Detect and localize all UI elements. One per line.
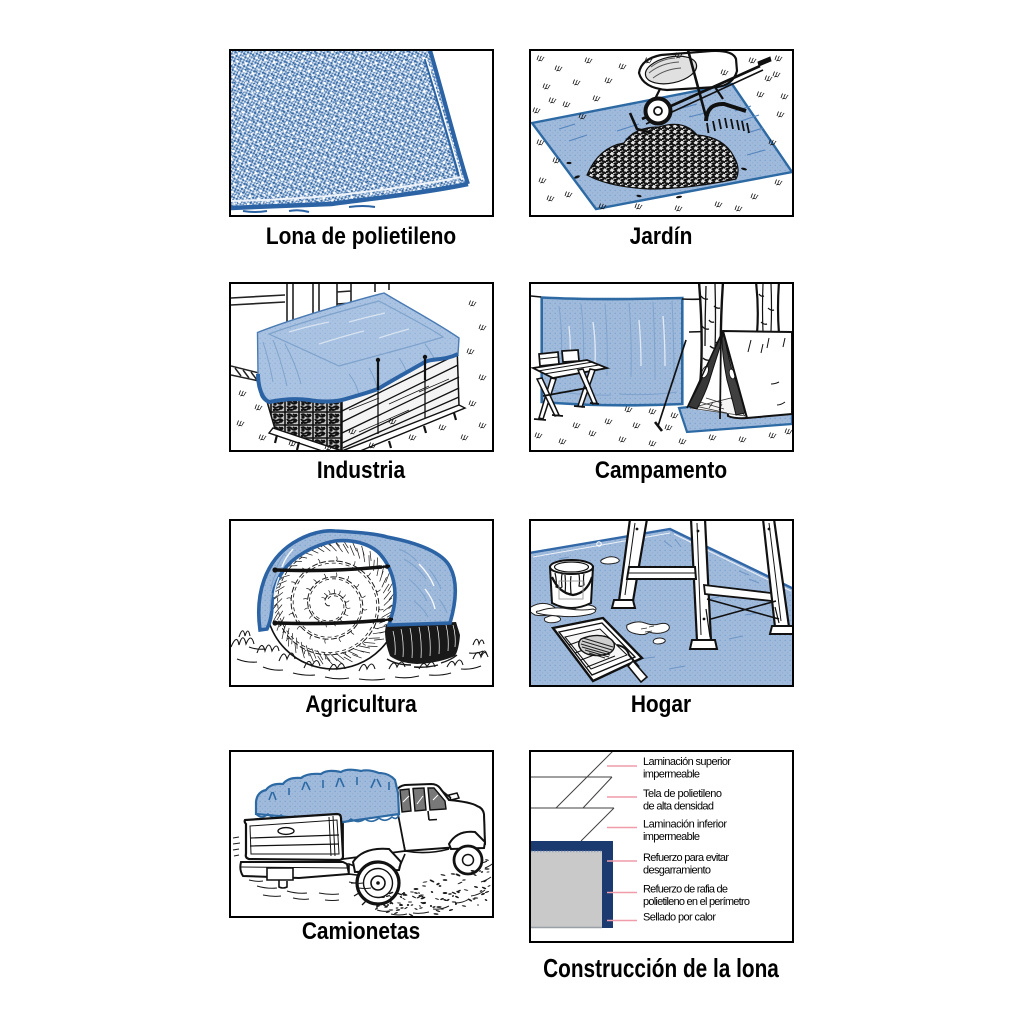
svg-text:Refuerzo de rafia de: Refuerzo de rafia de — [643, 884, 728, 896]
svg-text:desgarramiento: desgarramiento — [643, 865, 711, 877]
svg-text:impermeable: impermeable — [643, 769, 700, 781]
svg-text:Sellado por calor: Sellado por calor — [643, 912, 716, 924]
svg-text:de alta densidad: de alta densidad — [643, 801, 714, 813]
svg-text:impermeable: impermeable — [643, 831, 700, 843]
svg-text:Tela de polietileno: Tela de polietileno — [643, 788, 722, 800]
svg-text:Laminación inferior: Laminación inferior — [643, 819, 727, 831]
svg-text:Refuerzo para evitar: Refuerzo para evitar — [643, 852, 729, 864]
svg-text:polietileno en el perímetro: polietileno en el perímetro — [643, 896, 750, 908]
svg-text:Laminación superior: Laminación superior — [643, 756, 731, 768]
